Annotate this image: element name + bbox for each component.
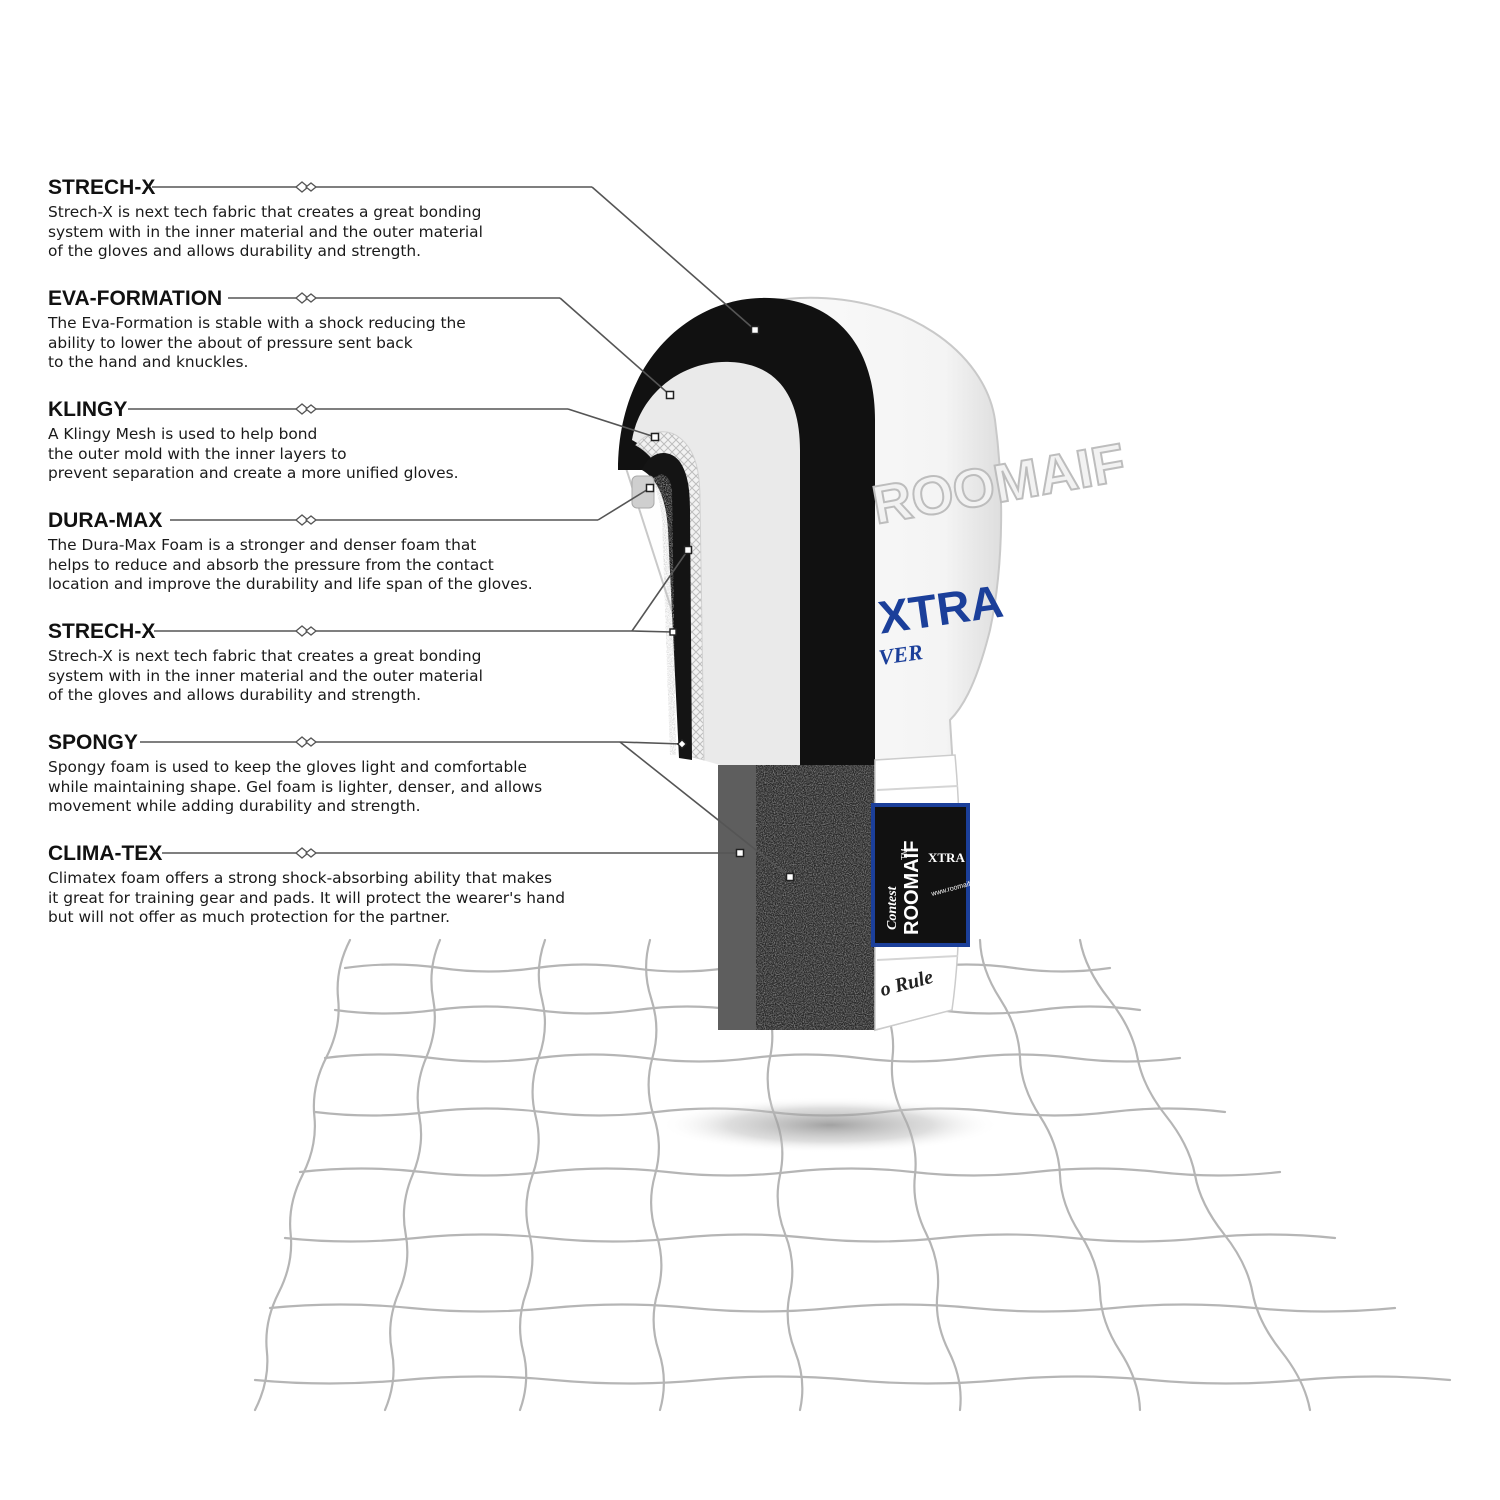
target-marker-icon bbox=[665, 390, 675, 400]
grid-column-line bbox=[978, 938, 1142, 1412]
dura-max-layer bbox=[642, 452, 692, 760]
layer-block-clima-tex: CLIMA-TEX Climatex foam offers a strong … bbox=[48, 842, 628, 928]
grid-row-line bbox=[253, 1375, 1452, 1385]
target-marker-icon bbox=[676, 738, 688, 750]
layer-block-strech-x-inner: STRECH-X Strech-X is next tech fabric th… bbox=[48, 620, 628, 706]
description-line: A Klingy Mesh is used to help bond bbox=[48, 425, 318, 443]
label-tm-text: TM bbox=[900, 848, 909, 860]
glove-illustration: ROOMAIF XTRA VER Contest ROOMAIF TM XTRA… bbox=[618, 296, 1131, 1032]
grid-row-line bbox=[268, 1303, 1397, 1313]
layer-description: Spongy foam is used to keep the gloves l… bbox=[48, 758, 628, 817]
layer-title: EVA-FORMATION bbox=[48, 287, 223, 310]
description-line: The Eva-Formation is stable with a shock… bbox=[48, 314, 466, 332]
description-line: Strech-X is next tech fabric that create… bbox=[48, 647, 482, 665]
label-brand-text: ROOMAIF bbox=[901, 841, 923, 935]
layer-title: STRECH-X bbox=[48, 176, 156, 199]
diamond-ornament-icon bbox=[304, 293, 318, 303]
target-marker-icon bbox=[645, 483, 655, 493]
leader-0 bbox=[152, 181, 760, 335]
grid-column-line bbox=[1078, 938, 1312, 1412]
leader-1 bbox=[228, 292, 675, 400]
diamond-ornament-icon bbox=[304, 737, 318, 747]
grid-row-line bbox=[323, 1053, 1182, 1063]
leader-lines bbox=[128, 181, 795, 882]
grid-column-line bbox=[383, 938, 442, 1412]
target-marker-icon bbox=[650, 432, 660, 442]
target-marker-icon bbox=[669, 628, 677, 636]
description-line: of the gloves and allows durability and … bbox=[48, 686, 422, 705]
layer-block-klingy: KLINGY A Klingy Mesh is used to help bon… bbox=[48, 398, 628, 484]
layer-description: The Dura-Max Foam is a stronger and dens… bbox=[48, 536, 628, 595]
description-line: Spongy foam is used to keep the gloves l… bbox=[48, 758, 527, 776]
description-line: Strech-X is next tech fabric that create… bbox=[48, 203, 482, 221]
label-model-text: XTRA bbox=[928, 850, 965, 865]
description-line: of the gloves and allows durability and … bbox=[48, 242, 422, 261]
description-line: movement while adding durability and str… bbox=[48, 797, 421, 816]
description-line: system with in the inner material and th… bbox=[48, 666, 483, 685]
floor-shadow bbox=[660, 1097, 1000, 1153]
leader-3 bbox=[170, 483, 655, 526]
diamond-ornament-icon bbox=[304, 404, 318, 414]
description-line: system with in the inner material and th… bbox=[48, 222, 483, 241]
description-line: prevent separation and create a more uni… bbox=[48, 464, 459, 483]
layer-description: Strech-X is next tech fabric that create… bbox=[48, 203, 628, 262]
grid-row-line bbox=[283, 1233, 1337, 1243]
leader-5 bbox=[140, 736, 795, 882]
description-line: it great for training gear and pads. It … bbox=[48, 888, 565, 907]
glove-model-sub-text: VER bbox=[877, 639, 924, 670]
diamond-ornament-icon bbox=[304, 515, 318, 525]
description-line: The Dura-Max Foam is a stronger and dens… bbox=[48, 536, 477, 554]
layer-description: A Klingy Mesh is used to help bond the o… bbox=[48, 425, 628, 484]
description-line: helps to reduce and absorb the pressure … bbox=[48, 555, 494, 574]
description-line: the outer mold with the inner layers to bbox=[48, 444, 347, 463]
layer-block-spongy: SPONGY Spongy foam is used to keep the g… bbox=[48, 731, 628, 817]
wrist-label bbox=[871, 803, 970, 947]
grid-row-line bbox=[298, 1167, 1282, 1177]
floor-grid bbox=[253, 938, 1452, 1412]
layer-block-eva-formation: EVA-FORMATION The Eva-Formation is stabl… bbox=[48, 287, 628, 373]
leader-6 bbox=[162, 847, 745, 859]
target-marker-icon bbox=[750, 325, 760, 335]
description-line: location and improve the durability and … bbox=[48, 575, 533, 594]
layer-block-dura-max: DURA-MAX The Dura-Max Foam is a stronger… bbox=[48, 509, 628, 595]
description-line: while maintaining shape. Gel foam is lig… bbox=[48, 777, 543, 796]
layer-description: The Eva-Formation is stable with a shock… bbox=[48, 314, 628, 373]
description-line: but will not offer as much protection fo… bbox=[48, 908, 451, 927]
layer-title: KLINGY bbox=[48, 398, 128, 421]
diamond-ornament-icon bbox=[304, 626, 318, 636]
grid-column-line bbox=[253, 938, 352, 1412]
diamond-ornament-icon bbox=[304, 848, 318, 858]
strech-x-inner-layer bbox=[652, 474, 676, 755]
layer-title: STRECH-X bbox=[48, 620, 156, 643]
grid-column-line bbox=[645, 938, 665, 1412]
layer-description: Climatex foam offers a strong shock-abso… bbox=[48, 869, 628, 928]
layer-title: CLIMA-TEX bbox=[48, 842, 163, 865]
description-line: ability to lower the about of pressure s… bbox=[48, 333, 413, 352]
leader-4 bbox=[154, 545, 693, 637]
target-marker-icon bbox=[735, 848, 745, 858]
leader-2 bbox=[128, 403, 660, 442]
layer-title: DURA-MAX bbox=[48, 509, 163, 532]
target-marker-icon bbox=[785, 872, 795, 882]
clima-tex-foam-grain bbox=[756, 765, 876, 1030]
description-line: Climatex foam offers a strong shock-abso… bbox=[48, 869, 553, 887]
cuff-grey-panel bbox=[718, 765, 758, 1030]
layer-title: SPONGY bbox=[48, 731, 138, 754]
diamond-ornament-icon bbox=[304, 182, 318, 192]
target-marker-icon bbox=[683, 545, 693, 555]
label-script-text: Contest bbox=[885, 885, 900, 930]
layer-block-strech-x: STRECH-X Strech-X is next tech fabric th… bbox=[48, 176, 628, 262]
layer-description: Strech-X is next tech fabric that create… bbox=[48, 647, 628, 706]
description-line: to the hand and knuckles. bbox=[48, 353, 249, 372]
grid-column-line bbox=[518, 938, 547, 1412]
